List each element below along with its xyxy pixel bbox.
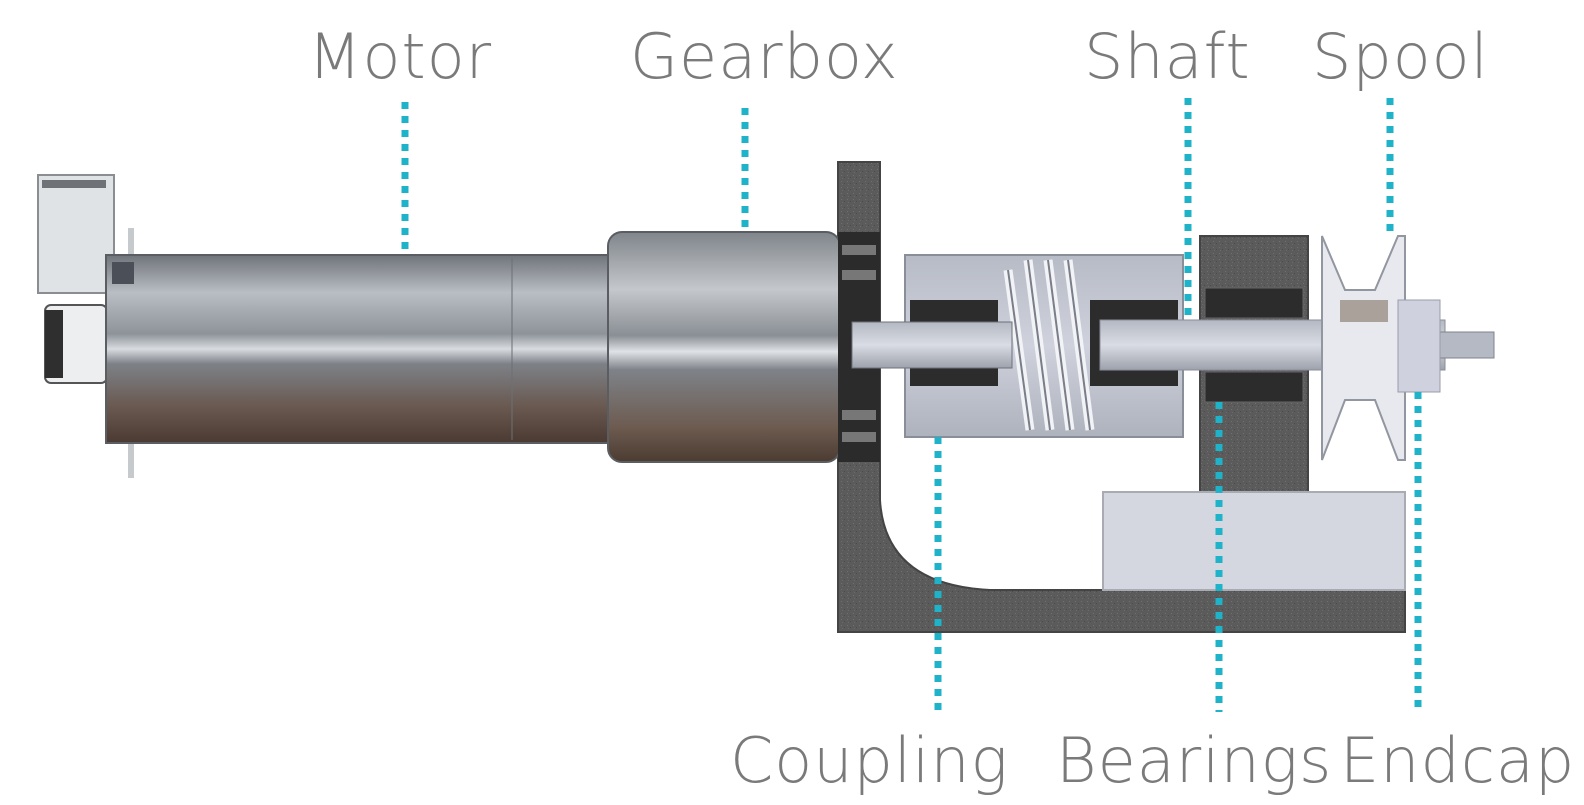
label-gearbox: Gearbox	[630, 20, 899, 93]
label-endcap: Endcap	[1340, 724, 1576, 797]
leader-lines	[401, 98, 1422, 712]
gearbox-body	[607, 231, 880, 463]
motor-output-shaft	[851, 321, 1013, 369]
label-motor: Motor	[308, 20, 493, 93]
label-coupling: Coupling	[730, 724, 1009, 797]
bearings	[1204, 287, 1304, 403]
motor-body	[105, 254, 615, 444]
label-bearings: Bearings	[1056, 724, 1333, 797]
label-shaft: Shaft	[1084, 20, 1251, 93]
motor-endcap-left	[37, 174, 134, 478]
label-spool: Spool	[1312, 20, 1489, 93]
spool	[1321, 235, 1406, 461]
endcap	[1397, 299, 1441, 393]
